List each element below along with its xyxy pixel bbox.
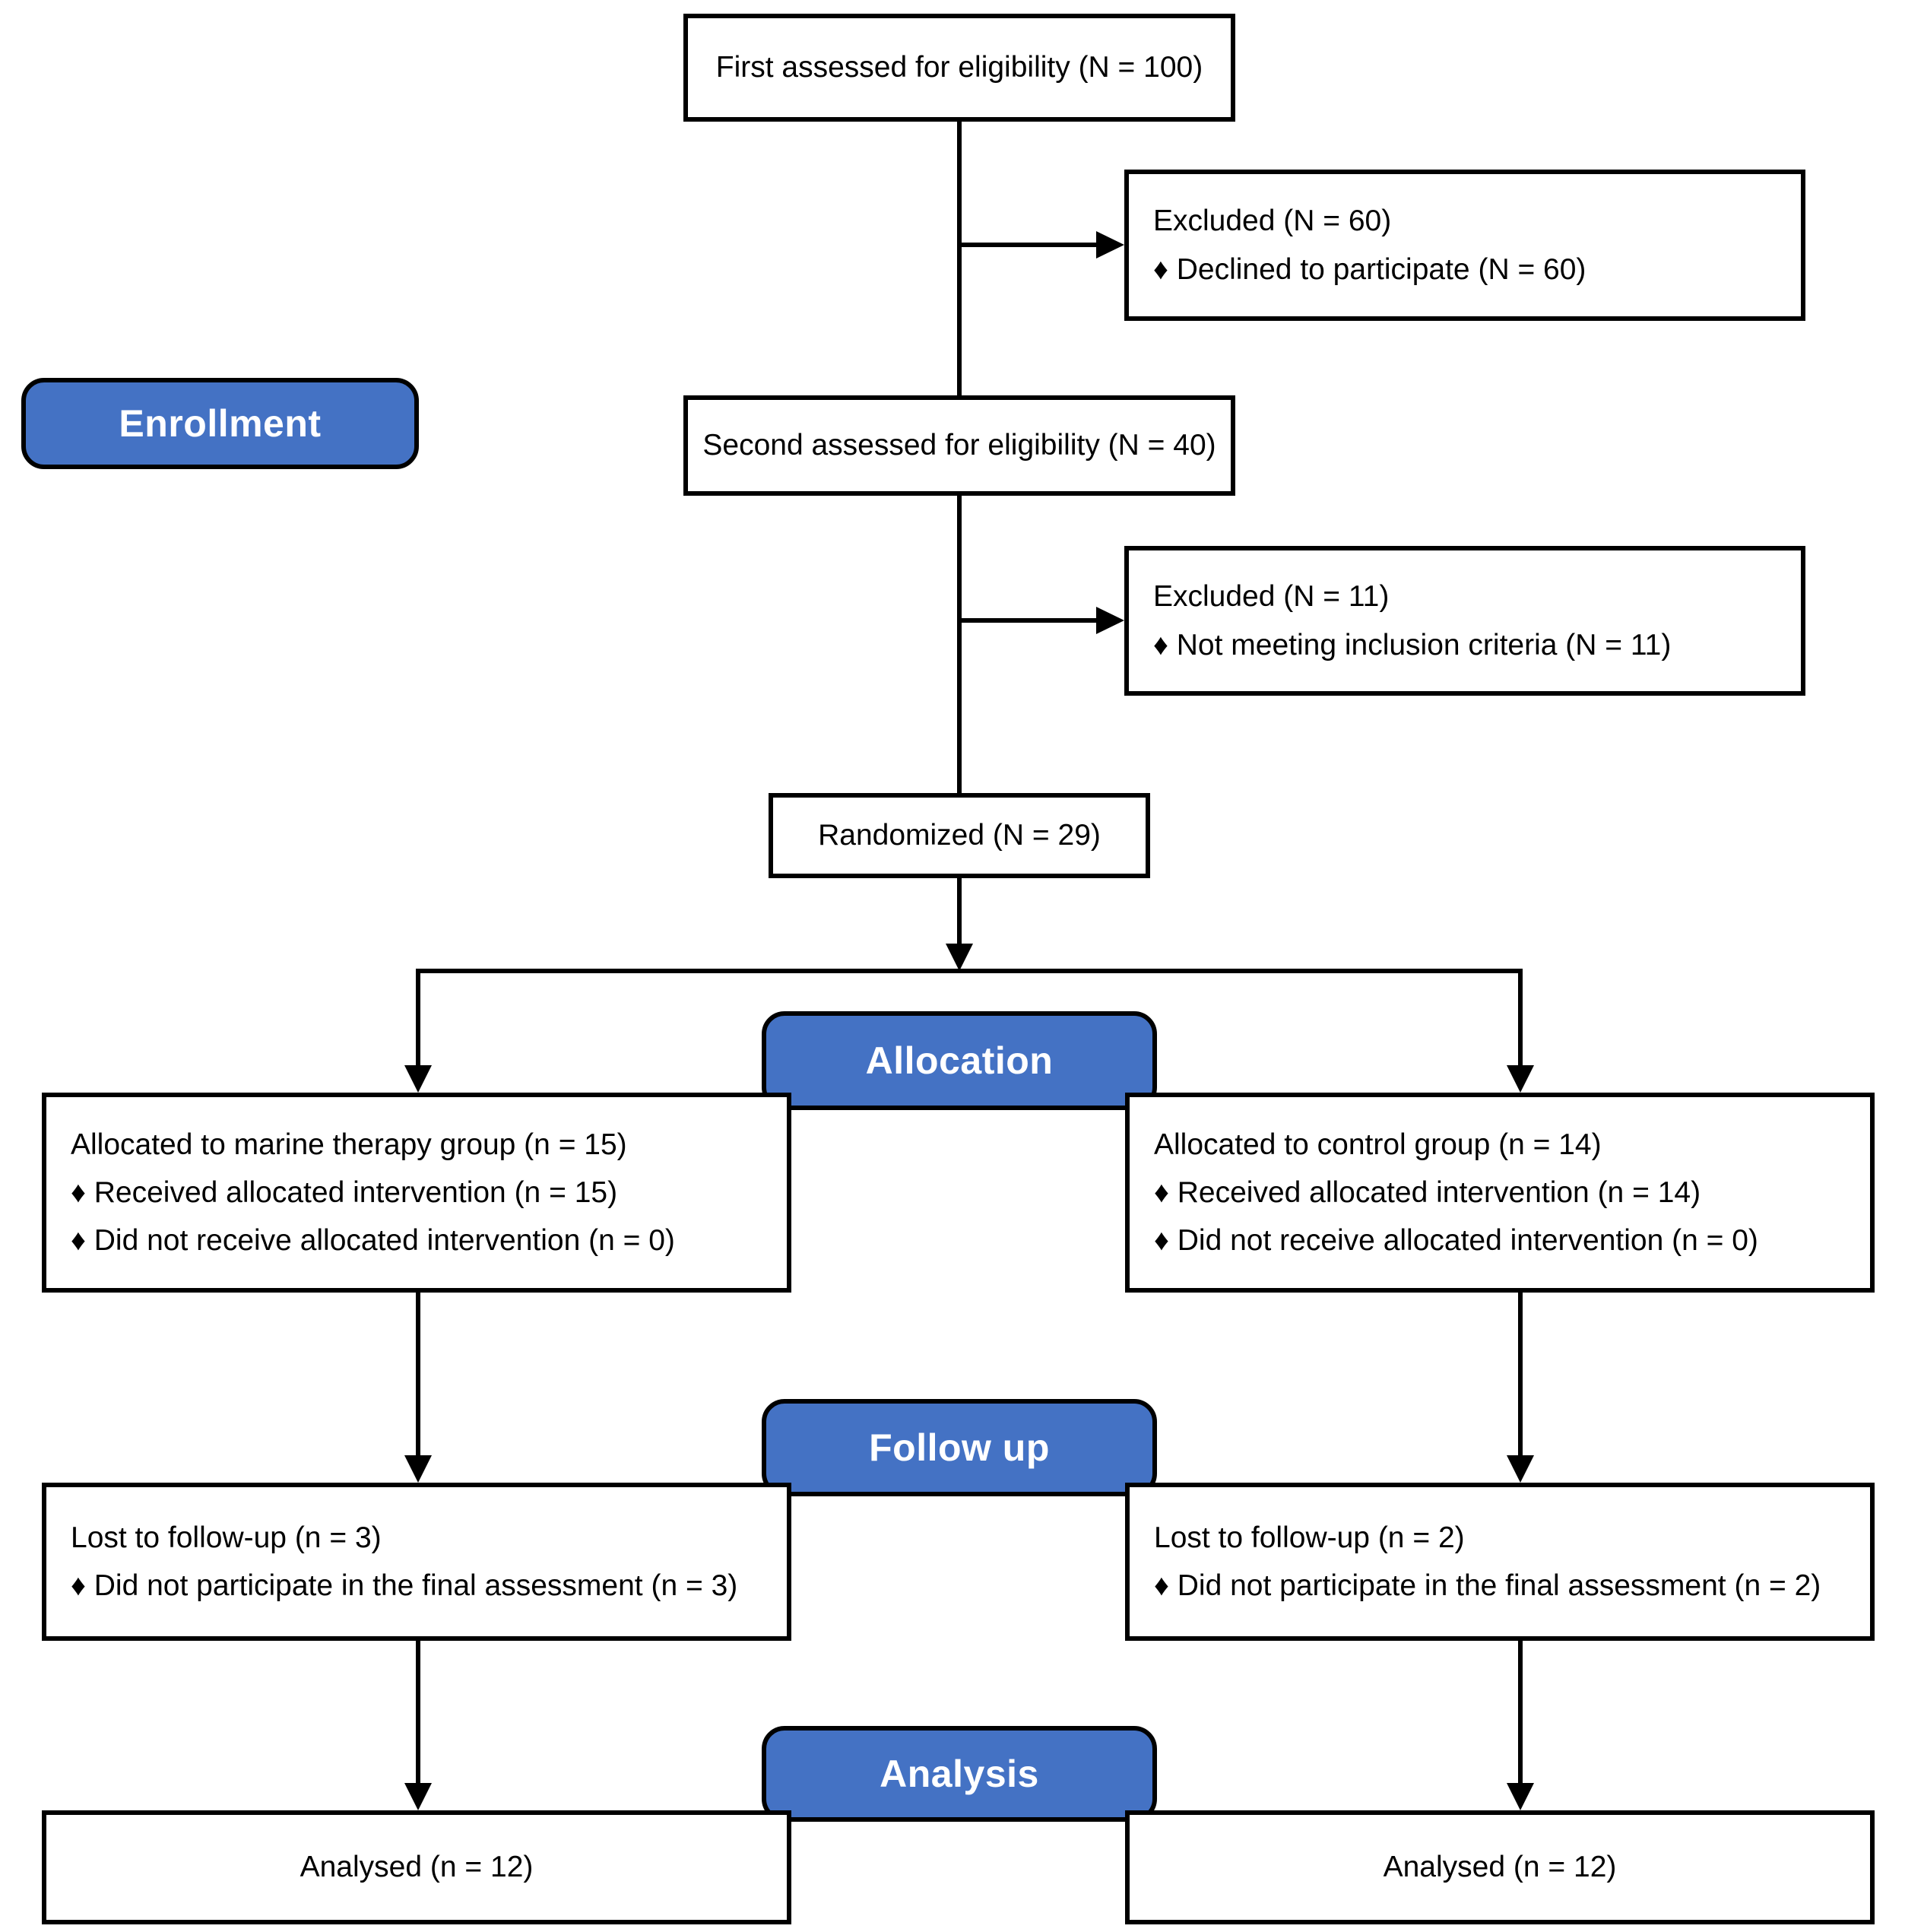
excluded-1-title: Excluded (N = 60) (1153, 205, 1392, 238)
box-excluded-1: Excluded (N = 60) ♦ Declined to particip… (1124, 170, 1805, 321)
box-analysed-left: Analysed (n = 12) (42, 1810, 791, 1924)
analysed-left-label: Analysed (n = 12) (300, 1851, 534, 1884)
excluded-2-bullet: ♦ Not meeting inclusion criteria (N = 11… (1153, 628, 1672, 661)
followup-right-title: Lost to follow-up (n = 2) (1154, 1521, 1465, 1554)
allocation-left-title: Allocated to marine therapy group (n = 1… (71, 1128, 627, 1161)
box-excluded-2: Excluded (N = 11) ♦ Not meeting inclusio… (1124, 546, 1805, 696)
box-second-assessed: Second assessed for eligibility (N = 40) (683, 395, 1235, 496)
randomized-label: Randomized (N = 29) (818, 819, 1101, 852)
section-label-allocation: Allocation (762, 1011, 1157, 1110)
allocation-left-bullet-1: ♦ Received allocated intervention (n = 1… (71, 1175, 618, 1209)
box-first-assessed: First assessed for eligibility (N = 100) (683, 14, 1235, 122)
followup-left-bullet: ♦ Did not participate in the final asses… (71, 1569, 738, 1602)
followup-right-bullet: ♦ Did not participate in the final asses… (1154, 1569, 1821, 1602)
second-assessed-label: Second assessed for eligibility (N = 40) (702, 429, 1216, 462)
section-label-analysis: Analysis (762, 1726, 1157, 1822)
allocation-right-bullet-2: ♦ Did not receive allocated intervention… (1154, 1224, 1758, 1258)
followup-left-title: Lost to follow-up (n = 3) (71, 1521, 382, 1554)
allocation-left-bullet-2: ♦ Did not receive allocated intervention… (71, 1224, 675, 1258)
analysed-right-label: Analysed (n = 12) (1383, 1851, 1617, 1884)
arrowhead-follow-left (404, 1455, 432, 1483)
arrowhead-allocation-right (1507, 1065, 1534, 1093)
box-randomized: Randomized (N = 29) (769, 793, 1150, 878)
excluded-2-title: Excluded (N = 11) (1153, 580, 1390, 614)
arrowhead-allocation-left (404, 1065, 432, 1093)
arrowhead-follow-right (1507, 1455, 1534, 1483)
box-followup-left: Lost to follow-up (n = 3) ♦ Did not part… (42, 1483, 791, 1641)
arrowhead-analysis-left (404, 1783, 432, 1810)
box-allocation-left: Allocated to marine therapy group (n = 1… (42, 1093, 791, 1293)
arrowhead-excluded-1 (1096, 231, 1124, 259)
allocation-right-bullet-1: ♦ Received allocated intervention (n = 1… (1154, 1175, 1701, 1209)
box-allocation-right: Allocated to control group (n = 14) ♦ Re… (1125, 1093, 1875, 1293)
box-analysed-right: Analysed (n = 12) (1125, 1810, 1875, 1924)
excluded-1-bullet: ♦ Declined to participate (N = 60) (1153, 252, 1586, 286)
arrowhead-split (946, 944, 973, 971)
section-label-followup: Follow up (762, 1399, 1157, 1496)
arrowhead-analysis-right (1507, 1783, 1534, 1810)
arrowhead-excluded-2 (1096, 607, 1124, 634)
first-assessed-label: First assessed for eligibility (N = 100) (715, 51, 1203, 84)
section-label-enrollment: Enrollment (21, 378, 419, 469)
box-followup-right: Lost to follow-up (n = 2) ♦ Did not part… (1125, 1483, 1875, 1641)
allocation-right-title: Allocated to control group (n = 14) (1154, 1128, 1602, 1161)
